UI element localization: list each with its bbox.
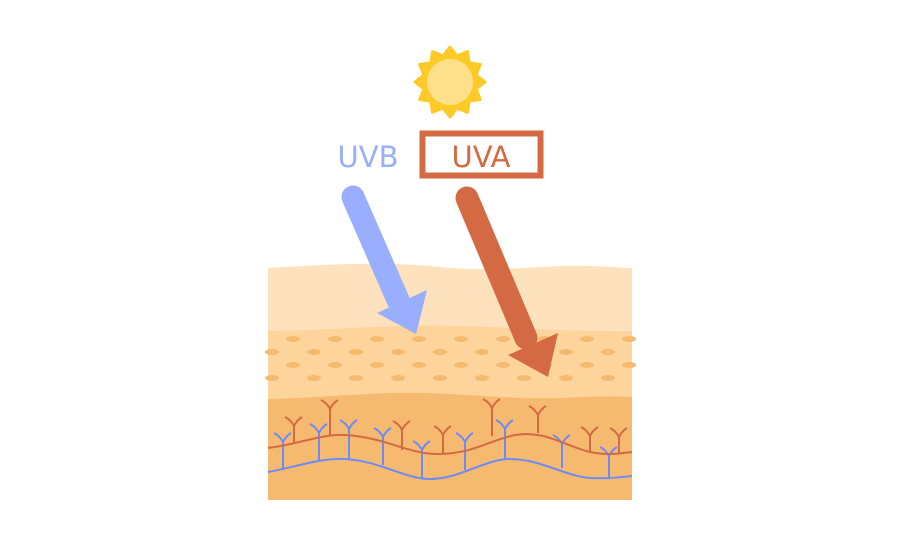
dermis-layer: [268, 392, 632, 500]
pigment-dot: [370, 336, 384, 342]
pigment-dot: [454, 362, 468, 368]
pigment-dot: [517, 375, 531, 381]
vein-branch: [455, 432, 474, 470]
pigment-dot: [307, 375, 321, 381]
vein-branch: [339, 419, 358, 459]
pigment-dot: [307, 349, 321, 355]
uvb-arrow: [341, 185, 427, 334]
pigment-dots: [265, 336, 636, 381]
artery-branch: [609, 427, 628, 453]
vein-branch: [412, 440, 431, 478]
pigment-dot: [412, 362, 426, 368]
pigment-dot: [496, 362, 510, 368]
pigment-dot: [433, 349, 447, 355]
vein-branch: [599, 446, 618, 478]
artery-branch: [528, 405, 547, 433]
epidermis-top-layer: [268, 263, 632, 340]
pigment-dot: [328, 336, 342, 342]
artery-line: [267, 433, 633, 456]
pigment-dot: [265, 349, 279, 355]
pigment-dot: [601, 349, 615, 355]
pigment-dot: [475, 349, 489, 355]
artery-branch: [482, 398, 501, 436]
pigment-dot: [475, 375, 489, 381]
uvb-label: UVB: [338, 140, 399, 174]
pigment-dot: [601, 375, 615, 381]
pigment-dot: [349, 349, 363, 355]
uva-arrow: [455, 186, 558, 377]
pigment-dot: [328, 362, 342, 368]
artery-branch: [580, 426, 599, 452]
pigment-dot: [349, 375, 363, 381]
pigment-dot: [496, 336, 510, 342]
uva-highlight-box: [419, 130, 544, 179]
sun-icon: [413, 45, 487, 119]
pigment-dot: [286, 336, 300, 342]
pigment-dot: [286, 362, 300, 368]
skin-cross-section: [265, 263, 636, 500]
pigment-dot: [580, 362, 594, 368]
artery-branch: [433, 425, 452, 453]
uva-label: UVA: [451, 140, 510, 174]
pigment-dot: [622, 362, 636, 368]
pigment-dot: [433, 375, 447, 381]
vein-line: [267, 457, 633, 481]
pigment-dot: [559, 375, 573, 381]
pigment-dot: [622, 336, 636, 342]
pigment-dot: [454, 336, 468, 342]
artery-branch: [284, 416, 303, 444]
pigment-dot: [412, 336, 426, 342]
vein-branch: [273, 432, 292, 470]
capillaries: [273, 398, 628, 478]
pigment-dot: [391, 375, 405, 381]
artery-branch: [320, 399, 339, 435]
pigment-dot: [559, 349, 573, 355]
vein-branch: [495, 419, 514, 459]
pigment-dot: [580, 336, 594, 342]
pigment-dot: [370, 362, 384, 368]
pigment-dot: [265, 375, 279, 381]
pigment-dot: [391, 349, 405, 355]
